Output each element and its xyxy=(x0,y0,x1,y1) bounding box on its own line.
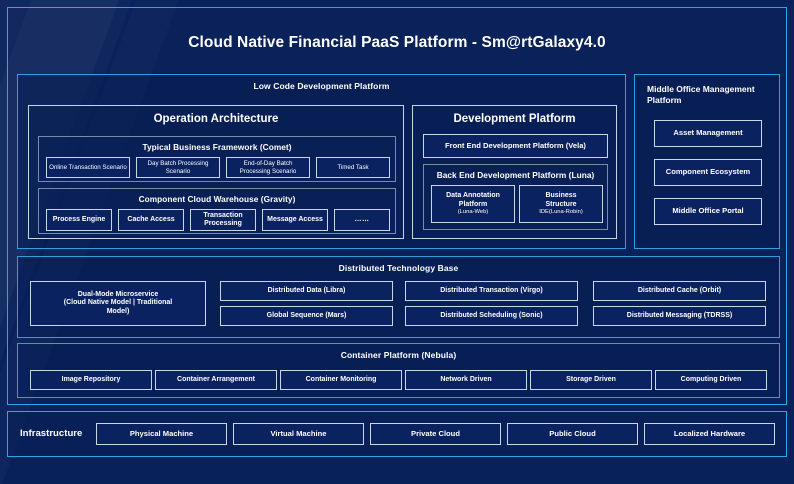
business-structure-line-2: Structure xyxy=(545,200,577,208)
dual-mode-line-3: Model) xyxy=(106,307,130,315)
box-private-cloud[interactable]: Private Cloud xyxy=(370,423,501,445)
page-title: Cloud Native Financial PaaS Platform - S… xyxy=(188,34,606,51)
luna-title: Back End Development Platform (Luna) xyxy=(436,170,595,180)
operation-architecture-title: Operation Architecture xyxy=(153,113,279,125)
box-network-driven[interactable]: Network Driven xyxy=(405,370,527,390)
box-middle-office-portal[interactable]: Middle Office Portal xyxy=(654,198,762,225)
data-annotation-line-1: Data Annotation xyxy=(446,192,500,200)
container-platform-title: Container Platform (Nebula) xyxy=(340,350,457,360)
box-front-end-development-platform-vela[interactable]: Front End Development Platform (Vela) xyxy=(423,134,608,158)
box-physical-machine[interactable]: Physical Machine xyxy=(96,423,227,445)
box-component-ecosystem[interactable]: Component Ecosystem xyxy=(654,159,762,186)
group-back-end-development-platform-luna[interactable]: Back End Development Platform (Luna) Dat… xyxy=(423,164,608,230)
distributed-base-title: Distributed Technology Base xyxy=(338,263,459,273)
panel-container-platform-nebula[interactable]: Container Platform (Nebula) Image Reposi… xyxy=(17,343,780,398)
group-typical-business-framework-comet[interactable]: Typical Business Framework (Comet) Onlin… xyxy=(38,136,396,182)
panel-middle-office-management-platform[interactable]: Middle Office Management Platform Asset … xyxy=(634,74,780,249)
middle-office-title: Middle Office Management Platform xyxy=(647,84,755,106)
development-platform-title: Development Platform xyxy=(453,113,576,125)
box-end-of-day-batch-processing-scenario[interactable]: End-of-Day Batch Processing Scenario xyxy=(226,157,310,178)
box-computing-driven[interactable]: Computing Driven xyxy=(655,370,767,390)
infrastructure-label: Infrastructure xyxy=(20,428,83,439)
box-dual-mode-microservice[interactable]: Dual-Mode Microservice (Cloud Native Mod… xyxy=(30,281,206,326)
data-annotation-line-3: (Luna-Web) xyxy=(457,208,489,215)
subpanel-development-platform[interactable]: Development Platform Front End Developme… xyxy=(412,105,617,239)
box-timed-task[interactable]: Timed Task xyxy=(316,157,390,178)
box-distributed-scheduling-sonic[interactable]: Distributed Scheduling (Sonic) xyxy=(405,306,578,326)
low-code-title: Low Code Development Platform xyxy=(253,81,390,91)
box-cache-access[interactable]: Cache Access xyxy=(118,209,184,231)
box-message-access[interactable]: Message Access xyxy=(262,209,328,231)
group-component-cloud-warehouse-gravity[interactable]: Component Cloud Warehouse (Gravity) Proc… xyxy=(38,188,396,234)
box-data-annotation-platform[interactable]: Data Annotation Platform (Luna-Web) xyxy=(431,185,515,223)
box-business-structure-ide[interactable]: Business Structure IDE(Luna-Robin) xyxy=(519,185,603,223)
box-day-batch-processing-scenario[interactable]: Day Batch Processing Scenario xyxy=(136,157,220,178)
box-online-transaction-scenario[interactable]: Online Transaction Scenario xyxy=(46,157,130,178)
box-transaction-processing[interactable]: Transaction Processing xyxy=(190,209,256,231)
box-container-monitoring[interactable]: Container Monitoring xyxy=(280,370,402,390)
business-structure-line-3: IDE(Luna-Robin) xyxy=(539,208,583,215)
box-public-cloud[interactable]: Public Cloud xyxy=(507,423,638,445)
comet-title: Typical Business Framework (Comet) xyxy=(142,142,292,152)
box-process-engine[interactable]: Process Engine xyxy=(46,209,112,231)
box-distributed-messaging-tdrss[interactable]: Distributed Messaging (TDRSS) xyxy=(593,306,766,326)
box-more-components[interactable]: …… xyxy=(334,209,390,231)
box-global-sequence-mars[interactable]: Global Sequence (Mars) xyxy=(220,306,393,326)
box-distributed-data-libra[interactable]: Distributed Data (Libra) xyxy=(220,281,393,301)
main-diagram-frame: Cloud Native Financial PaaS Platform - S… xyxy=(7,7,787,405)
box-asset-management[interactable]: Asset Management xyxy=(654,120,762,147)
dual-mode-line-1: Dual-Mode Microservice xyxy=(77,291,159,299)
panel-distributed-technology-base[interactable]: Distributed Technology Base Dual-Mode Mi… xyxy=(17,256,780,338)
data-annotation-line-2: Platform xyxy=(458,200,488,208)
box-image-repository[interactable]: Image Repository xyxy=(30,370,152,390)
box-storage-driven[interactable]: Storage Driven xyxy=(530,370,652,390)
panel-infrastructure[interactable]: Infrastructure Physical Machine Virtual … xyxy=(7,411,787,457)
panel-low-code-development-platform[interactable]: Low Code Development Platform Operation … xyxy=(17,74,626,249)
subpanel-operation-architecture[interactable]: Operation Architecture Typical Business … xyxy=(28,105,404,239)
box-container-arrangement[interactable]: Container Arrangement xyxy=(155,370,277,390)
box-localized-hardware[interactable]: Localized Hardware xyxy=(644,423,775,445)
business-structure-line-1: Business xyxy=(545,192,577,200)
box-virtual-machine[interactable]: Virtual Machine xyxy=(233,423,364,445)
dual-mode-line-2: (Cloud Native Model | Traditional xyxy=(63,299,173,307)
box-distributed-cache-orbit[interactable]: Distributed Cache (Orbit) xyxy=(593,281,766,301)
box-distributed-transaction-virgo[interactable]: Distributed Transaction (Virgo) xyxy=(405,281,578,301)
gravity-title: Component Cloud Warehouse (Gravity) xyxy=(138,194,296,204)
